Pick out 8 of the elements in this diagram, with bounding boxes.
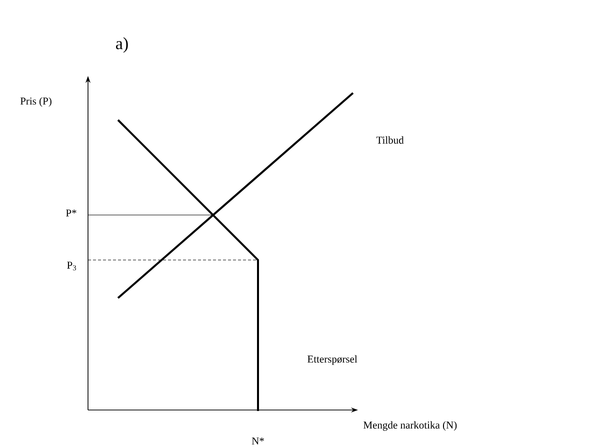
panel-label: a) bbox=[116, 37, 128, 53]
price-label: P* bbox=[66, 210, 76, 216]
axis-label: Pris (P) bbox=[20, 97, 52, 107]
price-label: P$_{3}$ bbox=[67, 262, 76, 270]
quantity-label: N* bbox=[252, 438, 264, 444]
curve-label: Etterspørsel bbox=[308, 355, 358, 365]
axis-label: Mengde narkotika (N) bbox=[364, 421, 457, 431]
curve-label: Tilbud bbox=[376, 136, 404, 144]
